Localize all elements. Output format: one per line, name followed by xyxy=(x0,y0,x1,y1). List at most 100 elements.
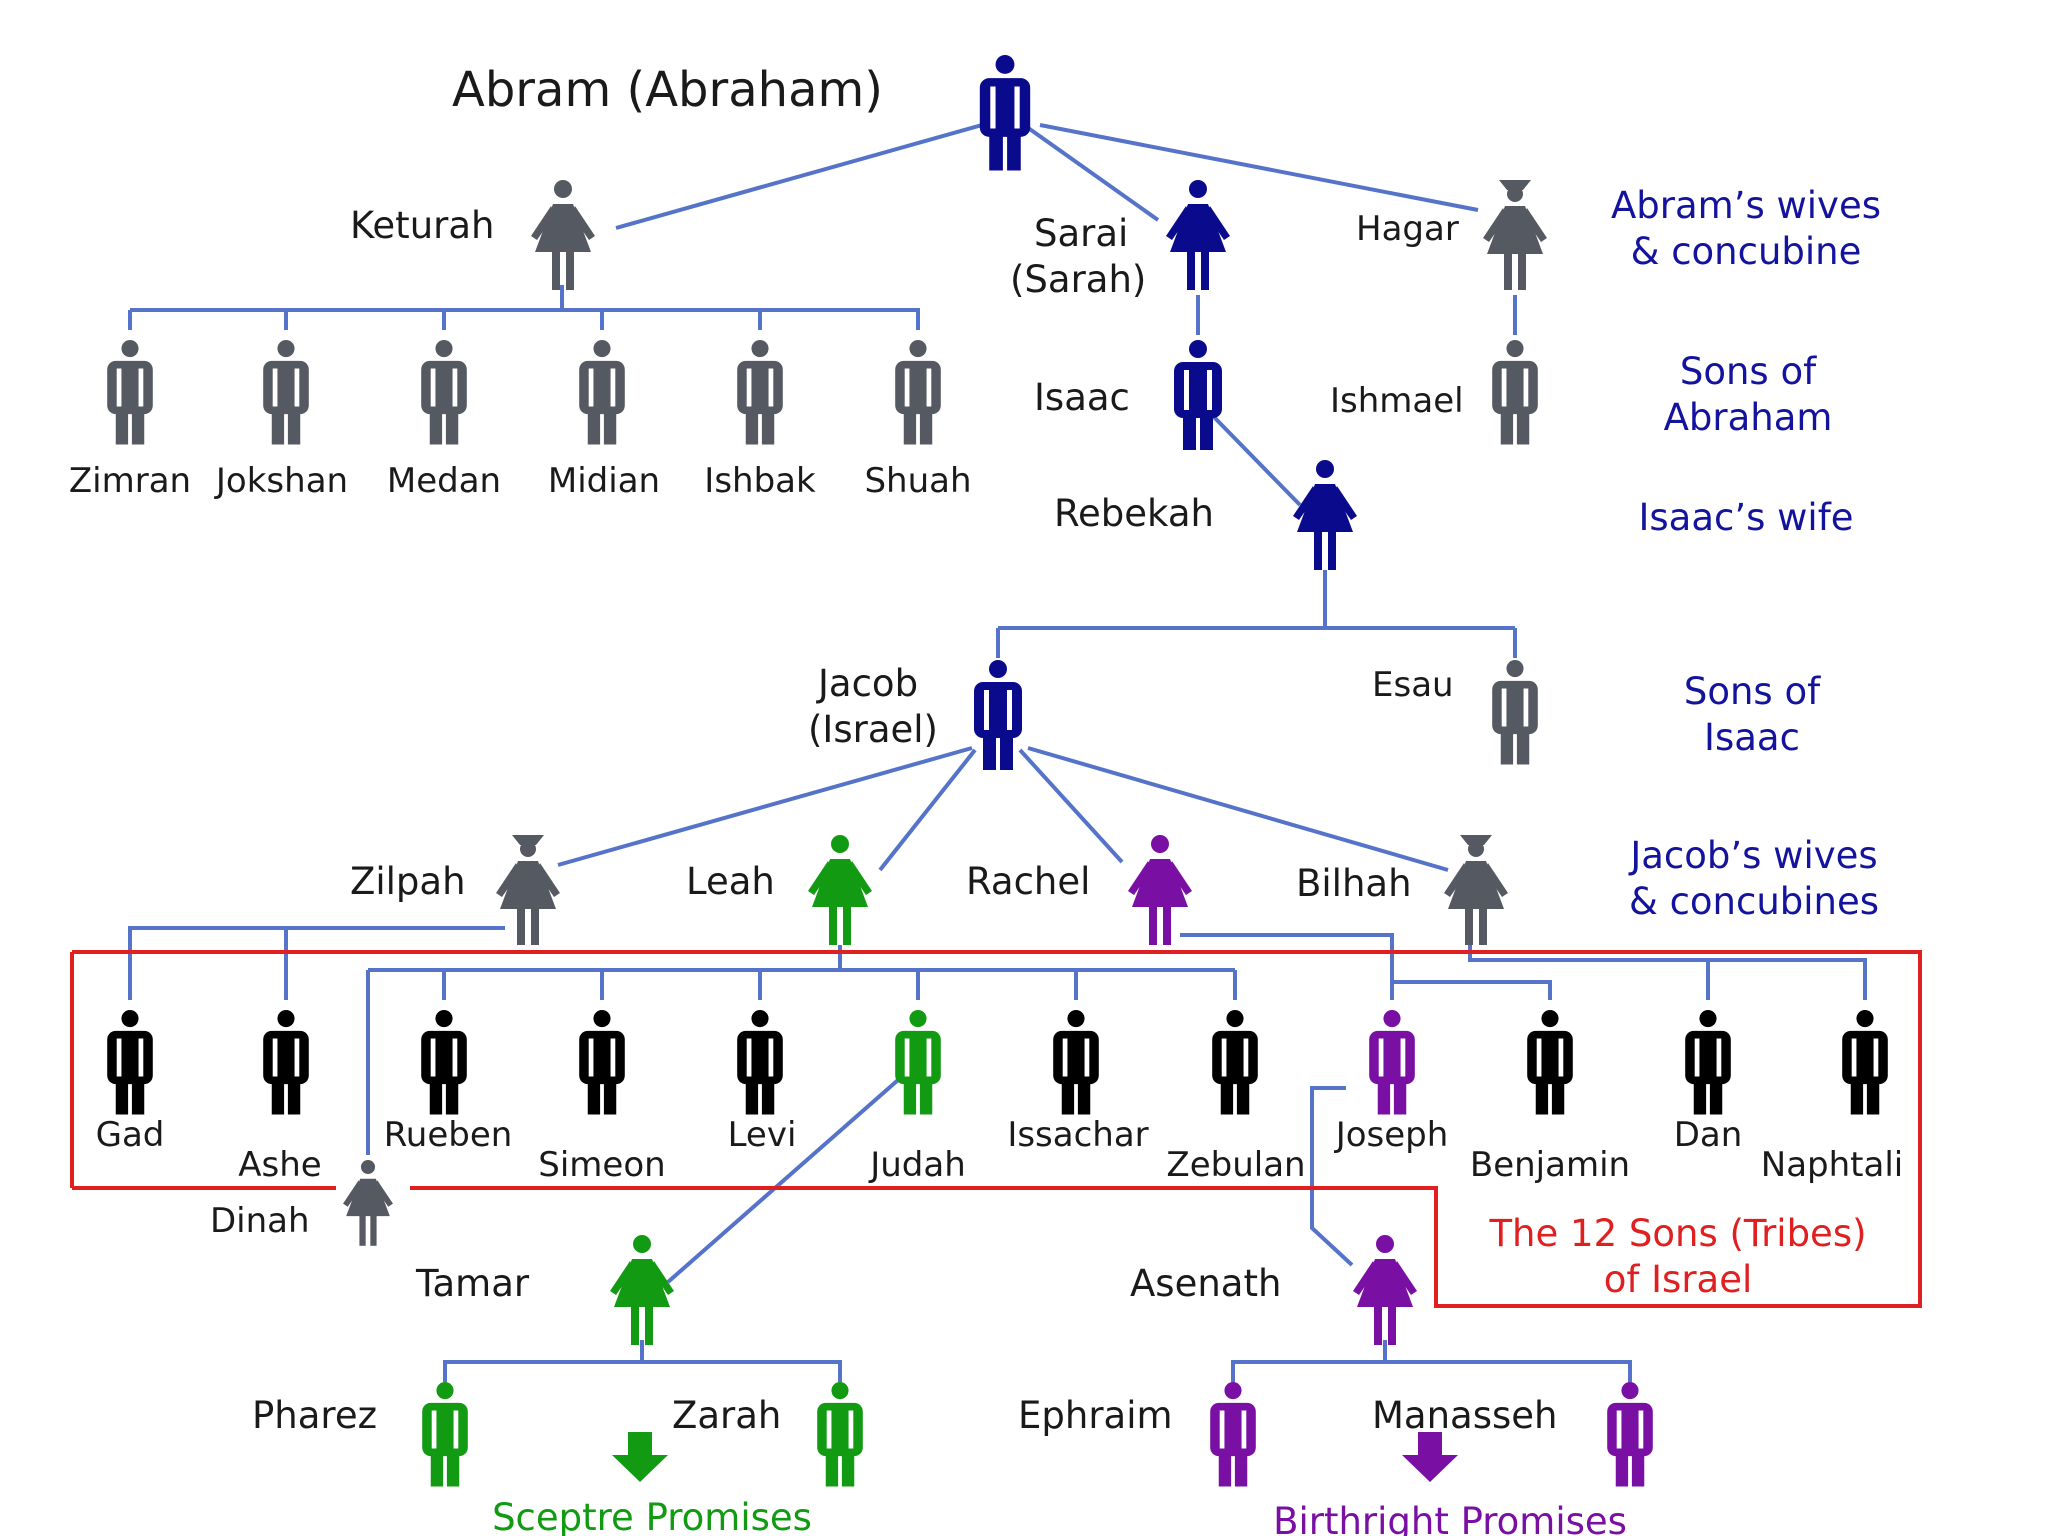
label-issachar: Issachar xyxy=(1007,1115,1148,1155)
jacob-male-figure-icon xyxy=(974,660,1022,770)
label-tamar: Tamar xyxy=(415,1262,530,1305)
label-naphtali: Naphtali xyxy=(1761,1145,1903,1185)
medan-male-figure-icon xyxy=(421,340,467,445)
jokshan-male-figure-icon xyxy=(263,340,309,445)
birthright-promises-label: Birthright Promises xyxy=(1273,1500,1627,1536)
person-labels: Abram (Abraham) Keturah Sarai (Sarah) Ha… xyxy=(69,62,1903,1437)
manasseh-male-figure-icon xyxy=(1607,1382,1653,1487)
label-medan: Medan xyxy=(387,461,501,501)
benjamin-male-figure-icon xyxy=(1527,1010,1573,1115)
tamar-female-figure-icon xyxy=(610,1235,674,1345)
figures-layer xyxy=(107,55,1888,1487)
simeon-male-figure-icon xyxy=(579,1010,625,1115)
label-dinah: Dinah xyxy=(210,1201,310,1241)
label-asenath: Asenath xyxy=(1130,1262,1281,1305)
connector-jacob-bilhah xyxy=(1027,746,1449,872)
connector-jacob-zilpah xyxy=(557,746,973,867)
label-ishbak: Ishbak xyxy=(704,461,816,501)
connector-abraham-sarai xyxy=(1022,123,1160,222)
zilpah-concubine-figure-icon xyxy=(496,835,560,945)
connector-jacob-leah xyxy=(878,748,977,872)
connector-joseph-asenath xyxy=(1310,1086,1354,1267)
sarai-female-figure-icon xyxy=(1166,180,1230,290)
gad-male-figure-icon xyxy=(107,1010,153,1115)
label-isaac: Isaac xyxy=(1034,376,1130,419)
sceptre-promises-label: Sceptre Promises xyxy=(492,1496,812,1536)
shuah-male-figure-icon xyxy=(895,340,941,445)
label-sarai-alt: (Sarah) xyxy=(1010,258,1146,301)
ishmael-male-figure-icon xyxy=(1492,340,1538,445)
group-jacob-wives-line2: & concubines xyxy=(1629,880,1879,923)
label-joseph: Joseph xyxy=(1334,1115,1449,1155)
label-leah: Leah xyxy=(686,860,775,903)
levi-male-figure-icon xyxy=(737,1010,783,1115)
group-jacob-wives-line1: Jacob’s wives xyxy=(1628,834,1877,877)
label-ishmael: Ishmael xyxy=(1330,381,1464,421)
group-sons-isaac-line2: Isaac xyxy=(1704,716,1800,759)
connector-lines xyxy=(128,123,1867,1382)
label-rueben: Rueben xyxy=(384,1115,513,1155)
connector-rachel-sons xyxy=(1180,933,1394,1000)
pharez-male-figure-icon xyxy=(422,1382,468,1487)
label-levi: Levi xyxy=(728,1115,797,1155)
tribes-box xyxy=(72,950,1922,1308)
dan-male-figure-icon xyxy=(1685,1010,1731,1115)
group-isaac-wife: Isaac’s wife xyxy=(1638,496,1853,539)
abraham-male-figure-icon xyxy=(979,55,1031,171)
group-sons-isaac-line1: Sons of xyxy=(1684,670,1821,713)
zebulan-male-figure-icon xyxy=(1212,1010,1258,1115)
keturah-female-figure-icon xyxy=(531,180,595,290)
rueben-male-figure-icon xyxy=(421,1010,467,1115)
label-shuah: Shuah xyxy=(864,461,971,501)
esau-male-figure-icon xyxy=(1492,660,1538,765)
label-benjamin: Benjamin xyxy=(1470,1145,1630,1185)
hagar-concubine-figure-icon xyxy=(1483,180,1547,290)
connector-abraham-hagar xyxy=(1039,123,1479,212)
connector-jacob-rachel xyxy=(1018,748,1124,864)
group-abram-wives-line2: & concubine xyxy=(1631,230,1862,273)
tribes-label-line1: The 12 Sons (Tribes) xyxy=(1488,1212,1866,1255)
label-pharez: Pharez xyxy=(252,1394,377,1437)
tribes-label-line2: of Israel xyxy=(1604,1258,1753,1301)
judah-male-figure-icon xyxy=(895,1010,941,1115)
label-zilpah: Zilpah xyxy=(350,860,466,903)
rebekah-female-figure-icon xyxy=(1293,460,1357,570)
label-zebulan: Zebulan xyxy=(1166,1145,1305,1185)
isaac-male-figure-icon xyxy=(1174,340,1222,450)
connector-isaac-rebekah xyxy=(1210,413,1302,507)
connector-bilhah-sons xyxy=(1468,935,1867,1000)
group-labels: Abram’s wives & concubine Sons of Abraha… xyxy=(1611,184,1881,923)
tribes-label: The 12 Sons (Tribes) of Israel xyxy=(1488,1212,1866,1301)
label-manasseh: Manasseh xyxy=(1372,1394,1558,1437)
label-sarai: Sarai xyxy=(1034,212,1128,255)
label-esau: Esau xyxy=(1372,665,1454,705)
label-midian: Midian xyxy=(548,461,660,501)
label-rebekah: Rebekah xyxy=(1054,492,1214,535)
group-sons-abraham-line1: Sons of xyxy=(1680,350,1817,393)
rachel-female-figure-icon xyxy=(1128,835,1192,945)
label-jacob-alt: (Israel) xyxy=(808,708,938,751)
sceptre-arrow-icon xyxy=(612,1432,668,1482)
label-jacob: Jacob xyxy=(816,662,918,705)
label-jokshan: Jokshan xyxy=(214,461,348,501)
label-abraham: Abram (Abraham) xyxy=(452,62,883,118)
label-ashe: Ashe xyxy=(238,1145,321,1185)
group-sons-abraham-line2: Abraham xyxy=(1664,396,1833,439)
bilhah-concubine-figure-icon xyxy=(1444,835,1508,945)
connector-abraham-keturah xyxy=(615,123,983,230)
connector-judah-tamar xyxy=(666,1078,900,1284)
issachar-male-figure-icon xyxy=(1053,1010,1099,1115)
midian-male-figure-icon xyxy=(579,340,625,445)
dinah-female-figure-icon xyxy=(343,1160,393,1246)
group-abram-wives-line1: Abram’s wives xyxy=(1611,184,1881,227)
connector-zilpah-sons xyxy=(128,926,505,1000)
ephraim-male-figure-icon xyxy=(1210,1382,1256,1487)
zarah-male-figure-icon xyxy=(817,1382,863,1487)
label-zimran: Zimran xyxy=(69,461,191,501)
label-judah: Judah xyxy=(868,1145,966,1185)
label-bilhah: Bilhah xyxy=(1296,862,1412,905)
label-gad: Gad xyxy=(96,1115,165,1155)
ishbak-male-figure-icon xyxy=(737,340,783,445)
